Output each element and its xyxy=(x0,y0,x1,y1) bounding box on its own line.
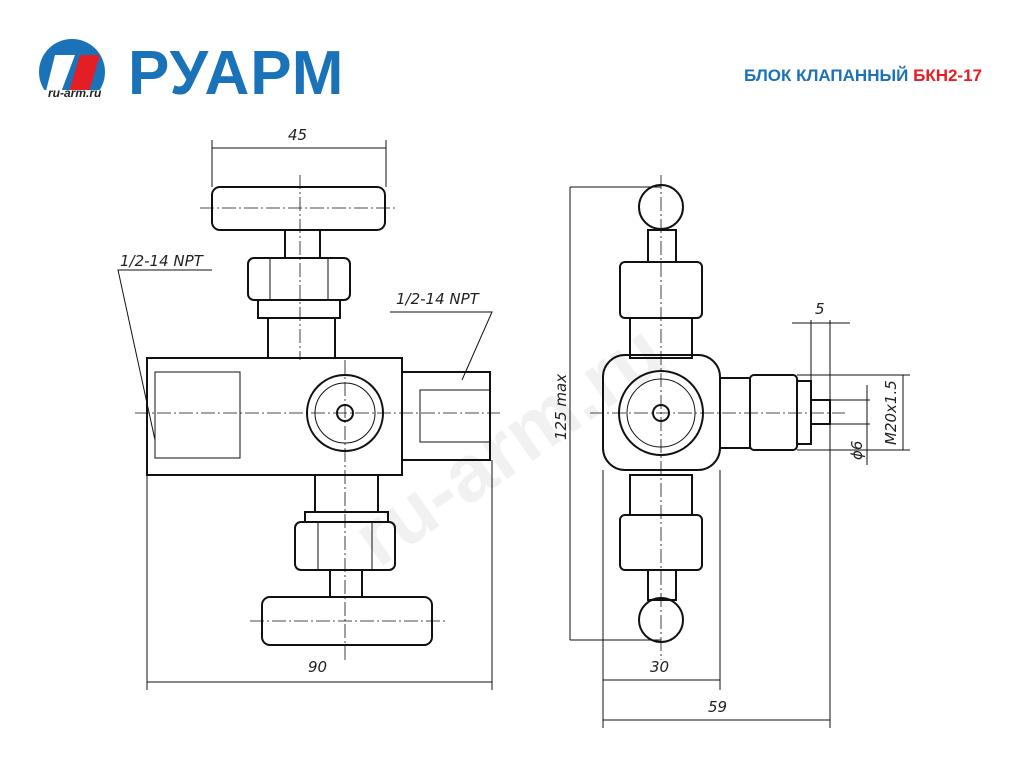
top-nut xyxy=(247,257,351,301)
front-view: 45 90 1/2-14 NPT 1/2-14 NPT xyxy=(117,126,500,690)
valve-body xyxy=(146,357,403,476)
dim-body-width: 30 xyxy=(650,658,669,676)
logo-icon xyxy=(39,39,105,90)
brand-name: РУАРМ xyxy=(128,39,345,108)
dim-fitting-thread: M20x1.5 xyxy=(882,380,900,445)
dim-height-max: 125 max xyxy=(552,374,570,440)
label-thread-right: 1/2-14 NPT xyxy=(396,290,481,308)
top-handle xyxy=(211,186,386,231)
dim-overall-length: 90 xyxy=(308,658,327,676)
side-view: 125 max 30 59 5 ϕ6 M20x1.5 xyxy=(552,175,910,728)
dim-pin-length: 5 xyxy=(815,300,825,318)
dim-handle-width: 45 xyxy=(288,126,307,144)
brand-url: ru-arm.ru xyxy=(48,86,102,100)
page-title: БЛОК КЛАПАННЫЙ БКН2-17 xyxy=(744,66,982,85)
label-thread-left: 1/2-14 NPT xyxy=(120,252,205,270)
dim-overall-width: 59 xyxy=(708,698,727,716)
watermark: ru-arm.ru xyxy=(337,306,679,583)
